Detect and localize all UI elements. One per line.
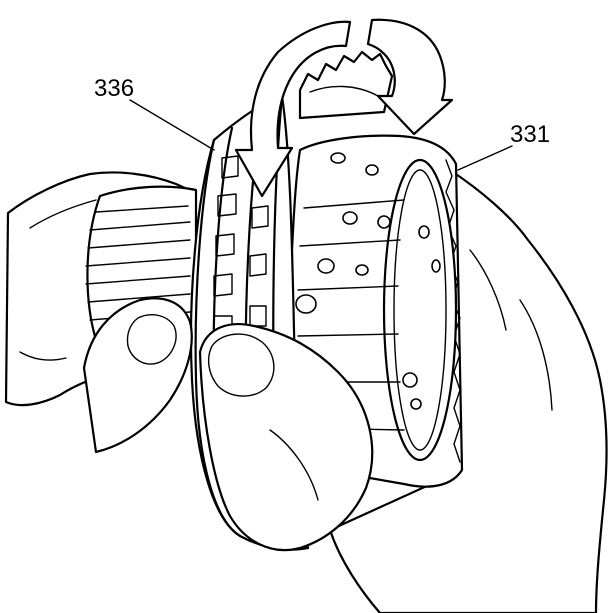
rear-gear-teeth <box>298 50 394 120</box>
right-hand <box>328 168 608 613</box>
rotation-arrow-left <box>234 20 352 198</box>
callout-label-336: 336 <box>94 75 134 102</box>
callout-leader-336 <box>129 99 215 151</box>
rotation-arrow-right <box>366 18 454 136</box>
right-thumb <box>198 322 374 552</box>
callout-label-331: 331 <box>510 121 550 148</box>
callout-leader-331 <box>457 145 513 171</box>
left-thumb <box>82 297 193 454</box>
